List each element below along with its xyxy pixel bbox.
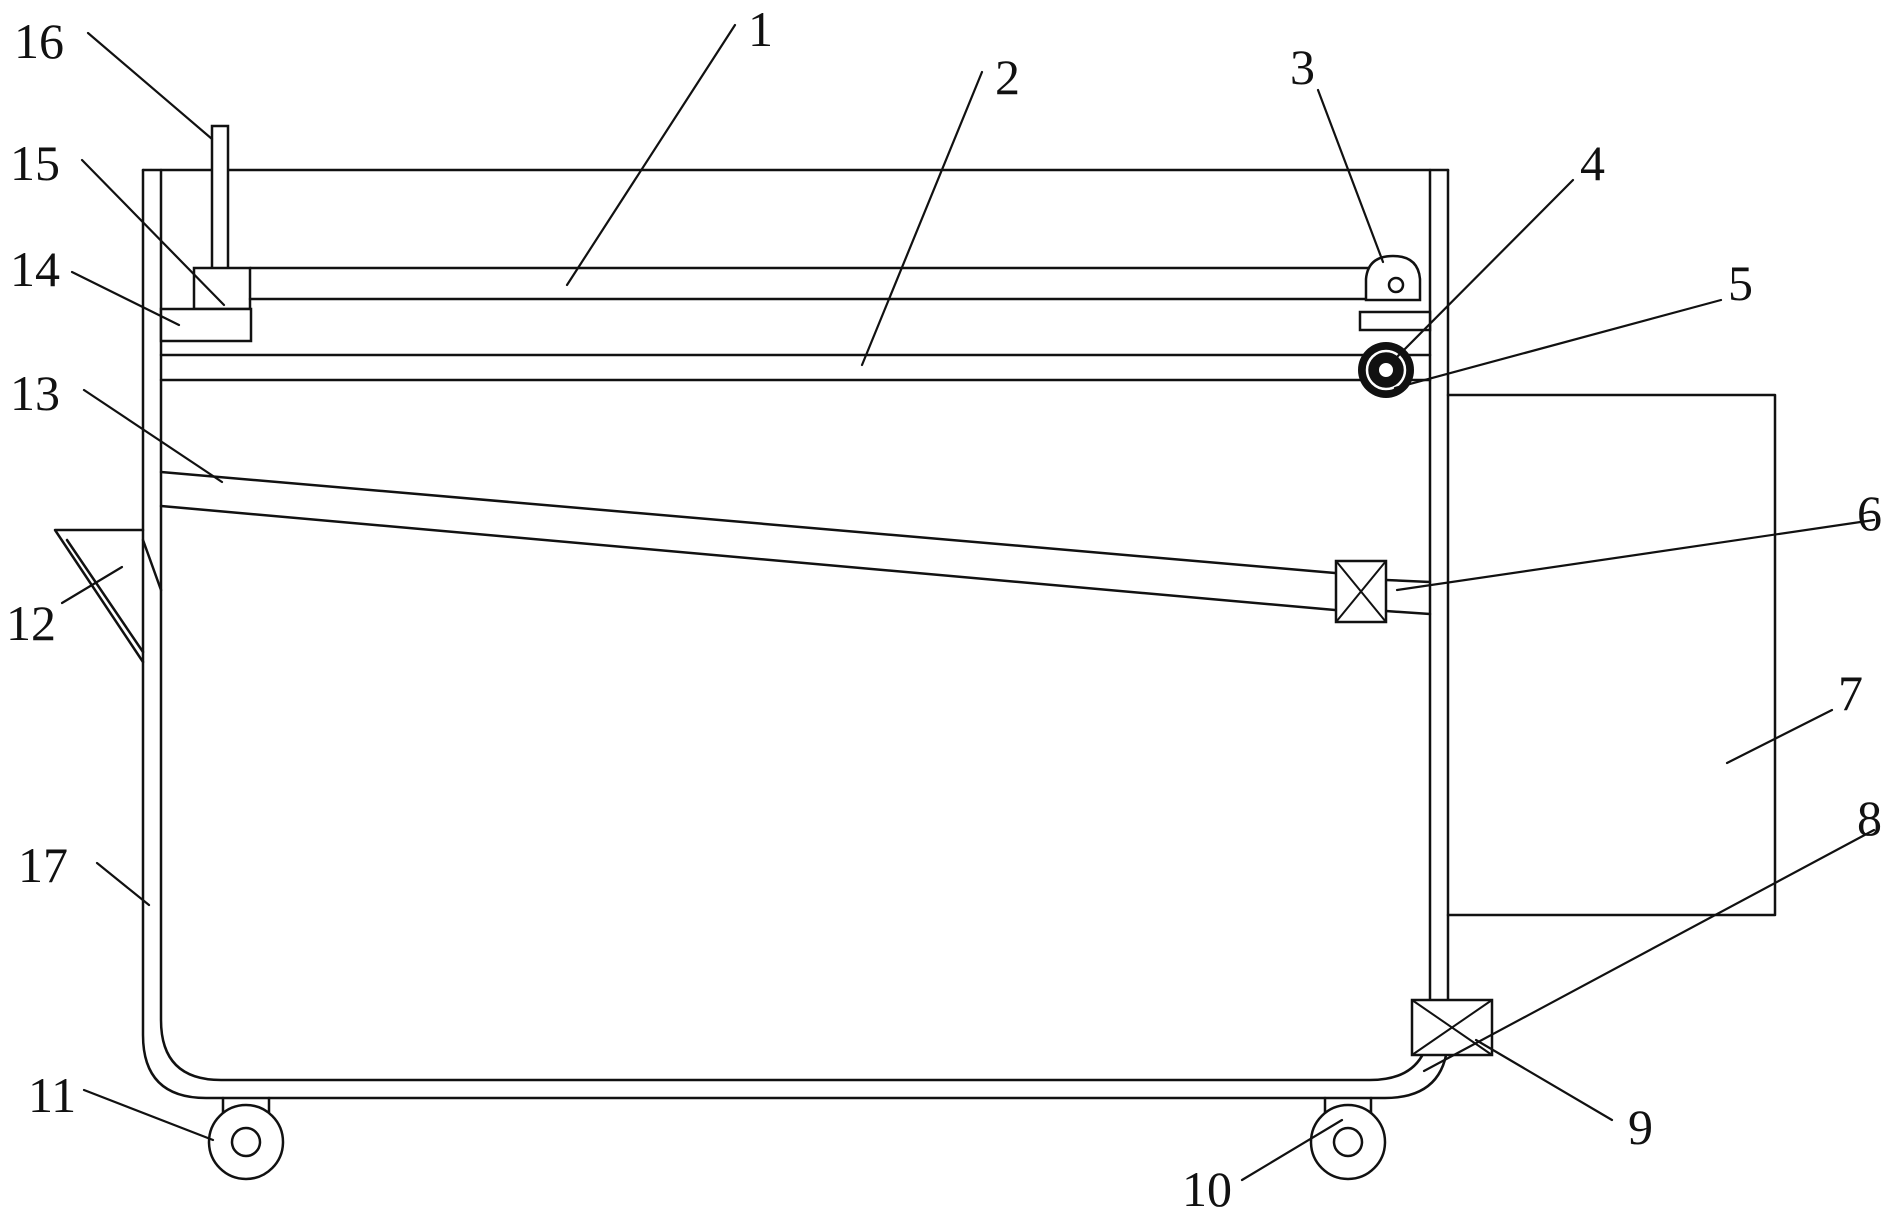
leader-11 [82,1088,215,1142]
tray-valve-cross-b [1335,560,1387,623]
leader-13 [82,388,224,484]
feed-chute-wall-line [141,538,163,592]
feed-chute [53,528,145,664]
leader-9 [1474,1038,1614,1122]
leader-5 [1393,298,1723,390]
leader-7 [1725,708,1834,765]
leader-8 [1422,828,1876,1073]
label-9: 9 [1628,1099,1653,1155]
leader-10 [1240,1118,1344,1182]
label-14: 14 [10,241,60,297]
label-8: 8 [1857,790,1882,846]
hinge-pin [1387,276,1405,294]
label-16: 16 [14,13,64,69]
valve-pipe-top [1384,578,1432,584]
valve-pipe-bottom [1384,609,1432,616]
label-2: 2 [995,49,1020,105]
lid-plate [248,266,1380,301]
leader-14 [70,270,181,327]
side-chamber [1446,393,1777,917]
label-5: 5 [1728,255,1753,311]
hinge-base [1358,310,1432,332]
leader-4 [1394,178,1575,360]
leader-16 [86,31,214,141]
left-caster [207,1096,285,1181]
inclined-tray-bottom [159,504,1337,612]
leader-3 [1316,88,1385,264]
leader-6 [1395,518,1876,592]
drive-roller-ring [1365,349,1407,391]
support-plate [159,307,253,343]
label-6: 6 [1857,485,1882,541]
right-caster [1309,1096,1387,1181]
feed-chute-inner [65,538,145,654]
drive-roller-axle [1377,361,1395,379]
label-4: 4 [1580,135,1605,191]
leader-2 [860,70,984,367]
label-3: 3 [1290,39,1315,95]
vertical-rod [210,124,230,271]
tank-outer-wall [141,168,1450,1100]
inclined-tray-top [159,470,1337,575]
label-7: 7 [1838,665,1863,721]
label-17: 17 [18,837,68,893]
label-10: 10 [1182,1161,1232,1217]
label-12: 12 [6,595,56,651]
label-1: 1 [748,1,773,57]
label-15: 15 [10,135,60,191]
leader-17 [95,861,151,907]
leader-1 [565,23,737,287]
label-13: 13 [10,365,60,421]
label-11: 11 [28,1067,76,1123]
leader-15 [80,158,226,307]
tank-inner-wall [159,168,1432,1082]
drain-valve-cross-b [1411,999,1493,1056]
leader-12 [60,565,124,605]
